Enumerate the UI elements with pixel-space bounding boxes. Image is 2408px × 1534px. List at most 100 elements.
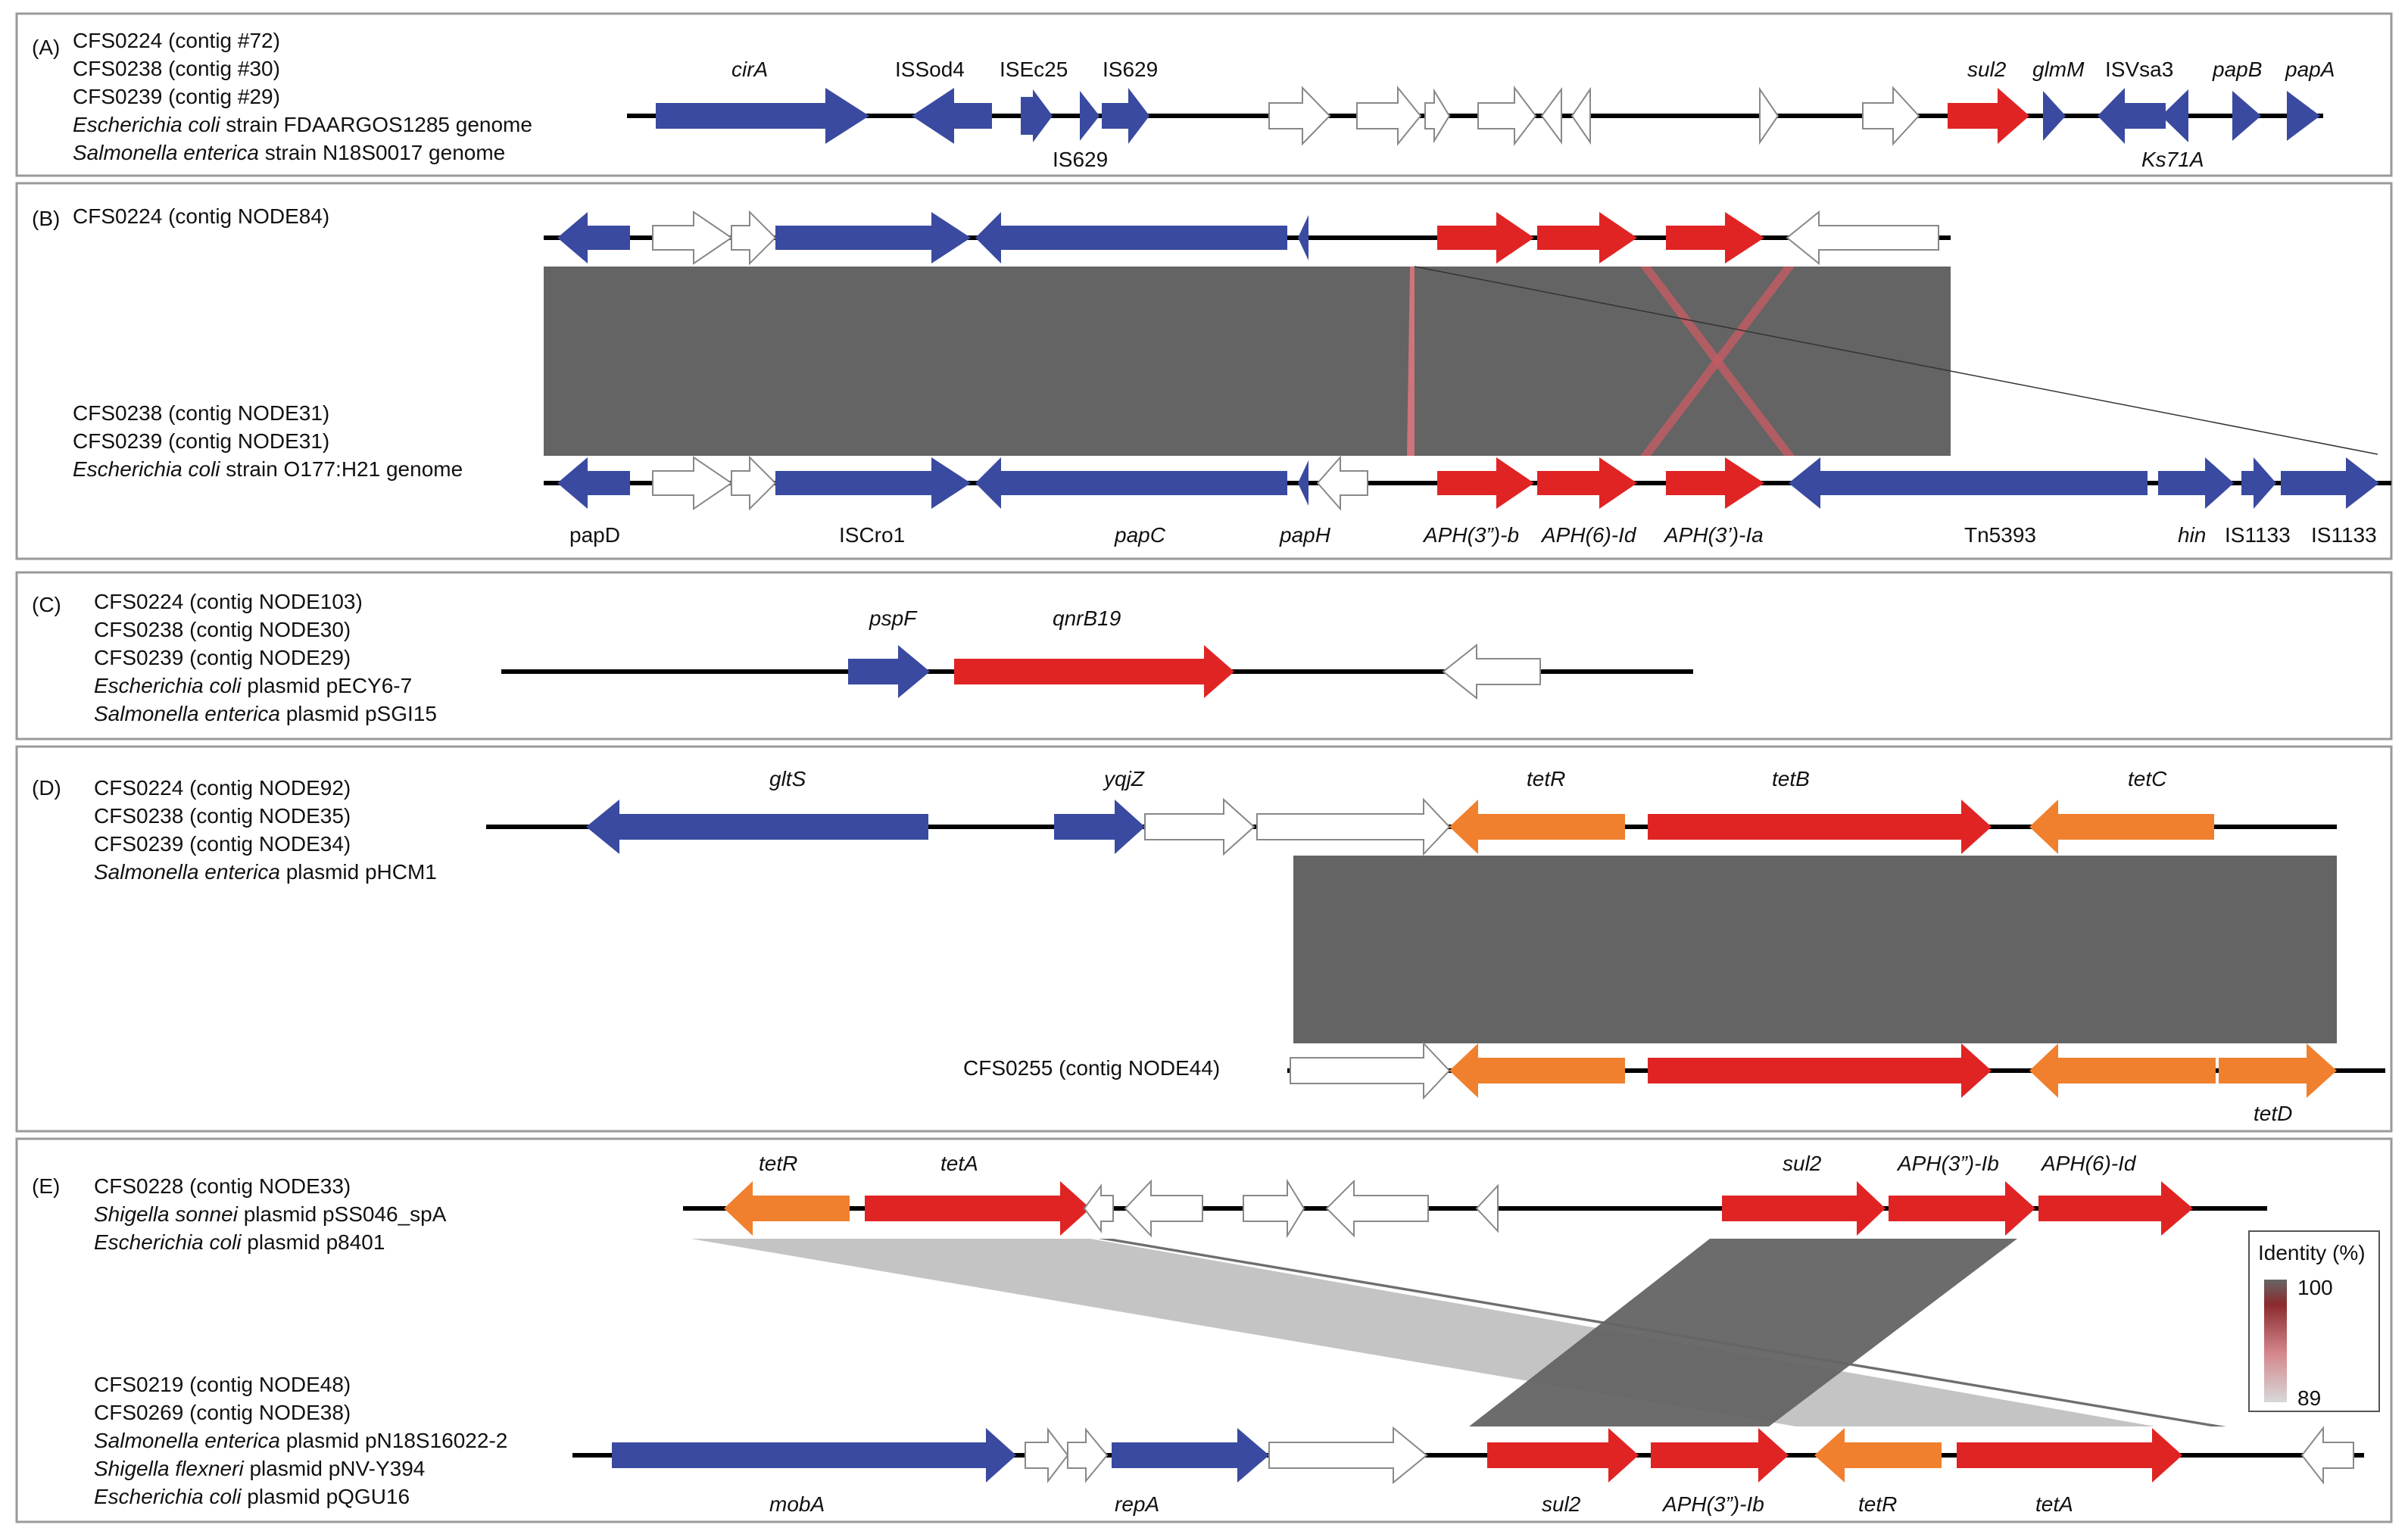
gene-label: yqjZ — [1103, 767, 1145, 790]
gene-labels: gltS yqjZ tetR tetB tetC tetD — [769, 767, 2292, 1125]
gene-arrow — [1356, 86, 1422, 146]
label: CFS0239 (contig NODE34) — [94, 832, 351, 856]
gene-arrow — [1424, 88, 1451, 144]
gene-arrow — [1759, 86, 1779, 145]
gene-arrow — [1256, 797, 1451, 856]
species-label: Escherichia coli strain O177:H21 genome — [73, 457, 463, 481]
species-label: Salmonella enterica strain N18S0017 geno… — [73, 141, 505, 164]
gene-label: papA — [2285, 58, 2335, 81]
label: CFS0238 (contig #30) — [73, 57, 280, 80]
gene-arrow — [1475, 1183, 1499, 1233]
gene-arrow — [1666, 212, 1764, 263]
gene-label: APH(3’)-Ia — [1663, 523, 1764, 547]
gene-label: papC — [1114, 523, 1166, 547]
homology-crossing — [1407, 267, 1415, 456]
gene-label: IS629 — [1053, 148, 1108, 171]
label: CFS0219 (contig NODE48) — [94, 1373, 351, 1396]
gene-arrow — [1540, 86, 1562, 145]
gene-arrow — [1102, 88, 1149, 144]
gene-label: IS1133 — [2225, 523, 2291, 547]
gene-arrow — [652, 456, 733, 510]
gene-arrow — [2241, 457, 2276, 509]
gene-arrow — [1487, 1428, 1639, 1483]
gene-arrow — [775, 212, 971, 263]
gene-label: qnrB19 — [1053, 606, 1121, 630]
gene-arrow — [1144, 797, 1255, 856]
gene-arrow — [656, 88, 869, 144]
gene-label: repA — [1115, 1492, 1159, 1516]
label: CFS0224 (contig #72) — [73, 29, 280, 52]
label: CFS0239 (contig #29) — [73, 85, 280, 108]
gene-arrow — [2158, 457, 2234, 509]
gene-label: Tn5393 — [1964, 523, 2036, 547]
gene-arrow — [1571, 86, 1591, 145]
gene-arrow — [1124, 1179, 1203, 1238]
gene-label: tetA — [2035, 1492, 2073, 1516]
gene-label: hin — [2178, 523, 2206, 547]
panel-d-frame — [15, 745, 2393, 1133]
species-label: Escherichia coli plasmid p8401 — [94, 1230, 385, 1254]
gene-arrow — [1449, 800, 1625, 854]
gene-arrow — [1325, 1179, 1429, 1238]
legend-max: 100 — [2297, 1276, 2333, 1299]
panel-d-letter: (D) — [32, 776, 61, 800]
gene-arrow — [1112, 1428, 1269, 1483]
gene-arrow — [775, 457, 971, 509]
gene-arrows — [656, 86, 2320, 146]
gene-arrow — [2232, 91, 2261, 141]
species-label: Salmonella enterica plasmid pSGI15 — [94, 702, 437, 725]
species-label: Salmonella enterica plasmid pN18S16022-2 — [94, 1429, 507, 1452]
gene-arrow — [1268, 1426, 1428, 1485]
gene-arrow — [612, 1428, 1016, 1483]
label: CFS0269 (contig NODE38) — [94, 1401, 351, 1424]
gene-label: ISCro1 — [839, 523, 905, 547]
gene-label: IS1133 — [2311, 523, 2377, 547]
homology-band — [1469, 1239, 2017, 1426]
gene-arrow — [557, 212, 630, 263]
gene-label: ISVsa3 — [2105, 58, 2173, 81]
panel-e-frame — [15, 1137, 2393, 1523]
legend-min: 89 — [2297, 1386, 2321, 1410]
gene-arrow — [1243, 1178, 1305, 1239]
homology-crossing — [1640, 267, 1795, 456]
gene-arrow — [1948, 88, 2029, 144]
gene-arrow — [954, 645, 1234, 698]
panel-c: (C) CFS0224 (contig NODE103) CFS0238 (co… — [15, 571, 2393, 740]
gene-arrow — [1298, 215, 1308, 260]
panel-a-frame — [15, 12, 2393, 177]
gene-arrows — [612, 1178, 2354, 1485]
gene-arrow — [2300, 1426, 2354, 1485]
gene-label: ISEc25 — [1000, 58, 1068, 81]
gene-label: ISSod4 — [895, 58, 965, 81]
gene-label: tetC — [2128, 767, 2167, 790]
panel-c-frame — [15, 571, 2393, 740]
gene-arrow — [1648, 1043, 1992, 1098]
panel-d: (D) CFS0224 (contig NODE92) CFS0238 (con… — [15, 745, 2393, 1133]
gene-label: Ks71A — [2141, 148, 2204, 171]
panel-e: (E) CFS0228 (contig NODE33) Shigella son… — [15, 1137, 2393, 1523]
gene-labels: tetR tetA sul2 APH(3”)-Ib APH(6)-Id mobA… — [759, 1152, 2137, 1516]
gene-arrow — [1477, 86, 1537, 146]
species-label: Escherichia coli plasmid pQGU16 — [94, 1485, 410, 1508]
gene-label: tetA — [940, 1152, 978, 1175]
gene-label: pspF — [869, 606, 918, 630]
label: CFS0238 (contig NODE31) — [73, 401, 329, 425]
gene-label: mobA — [769, 1492, 825, 1516]
gene-arrow — [1437, 457, 1534, 509]
homology-band — [544, 267, 1951, 456]
label: CFS0228 (contig NODE33) — [94, 1174, 351, 1198]
gene-arrow — [1862, 86, 1920, 146]
species-label: Shigella flexneri plasmid pNV-Y394 — [94, 1457, 425, 1480]
panel-b-letter: (B) — [32, 207, 60, 230]
gene-arrow — [2038, 1181, 2193, 1236]
gene-label: APH(6)-Id — [1540, 523, 1637, 547]
panel-a: (A) CFS0224 (contig #72) CFS0238 (contig… — [15, 12, 2393, 177]
gene-arrow — [975, 457, 1287, 509]
gene-arrow — [1021, 89, 1053, 142]
gene-label: APH(6)-Id — [2040, 1152, 2137, 1175]
legend-gradient — [2264, 1280, 2287, 1402]
gene-arrow — [1067, 1427, 1109, 1483]
gene-label: tetR — [1527, 767, 1565, 790]
label: CFS0239 (contig NODE29) — [94, 646, 351, 669]
gene-arrow — [1537, 457, 1637, 509]
